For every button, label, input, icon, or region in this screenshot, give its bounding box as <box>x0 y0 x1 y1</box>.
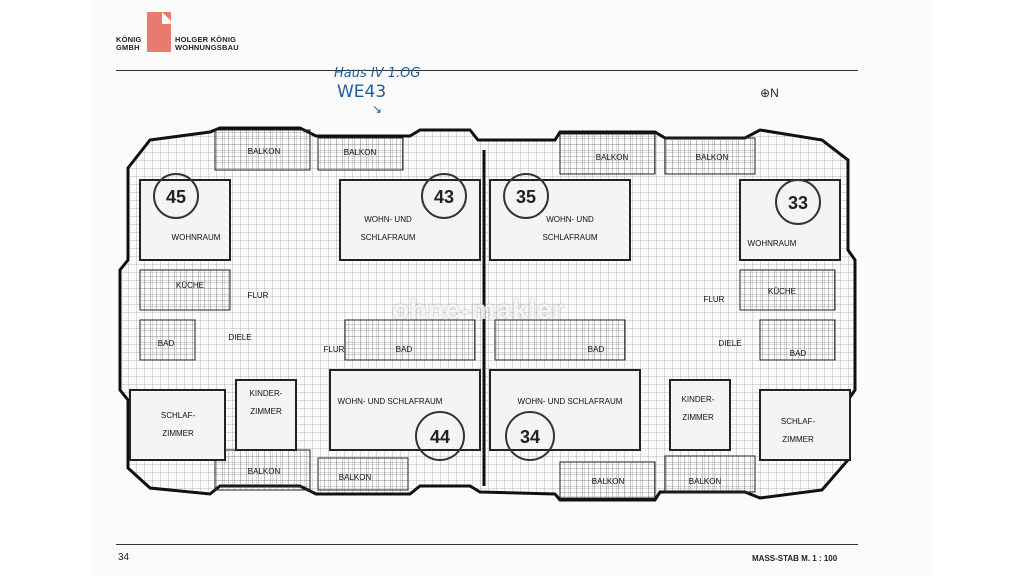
room-label: BAD <box>790 349 807 358</box>
room-label: ZIMMER <box>162 429 194 438</box>
brand-right-line2: WOHNUNGSBAU <box>175 43 239 52</box>
unit-number-43: 43 <box>434 187 454 207</box>
room-label: BALKON <box>344 148 377 157</box>
room-label: SCHLAF- <box>161 411 196 420</box>
brand-left: KÖNIG GMBH <box>116 36 142 52</box>
brand-right: HOLGER KÖNIG WOHNUNGSBAU <box>175 36 239 52</box>
room-label: BALKON <box>596 153 629 162</box>
unit-number-44: 44 <box>430 427 450 447</box>
page-number: 34 <box>118 552 130 563</box>
room-label: SCHLAFRAUM <box>542 233 597 242</box>
room-label: WOHNRAUM <box>172 233 221 242</box>
brand-left-line2: GMBH <box>116 43 140 52</box>
handwritten-unit-id: WE43 <box>337 82 387 102</box>
room-label: WOHNRAUM <box>748 239 797 248</box>
room-label: WOHN- UND <box>364 215 412 224</box>
room-label: BALKON <box>696 153 729 162</box>
compass-letter: N <box>770 86 779 100</box>
room-label: ZIMMER <box>250 407 282 416</box>
header-rule <box>116 70 858 71</box>
watermark: ohne-makler <box>392 294 564 325</box>
room-label: BALKON <box>248 147 281 156</box>
room-label: BALKON <box>689 477 722 486</box>
scale-label: MASS-STAB M. 1 : 100 <box>752 554 838 563</box>
room-label: KINDER- <box>682 395 715 404</box>
room-label: BAD <box>588 345 605 354</box>
brand-left-line1: KÖNIG <box>116 35 142 44</box>
room-label: BALKON <box>592 477 625 486</box>
room-label: FLUR <box>324 345 345 354</box>
room-label: KINDER- <box>250 389 283 398</box>
unit-number-34: 34 <box>520 427 540 447</box>
room-label: SCHLAF- <box>781 417 816 426</box>
unit-number-35: 35 <box>516 187 536 207</box>
room-label: DIELE <box>718 339 741 348</box>
unit-number-33: 33 <box>788 193 808 213</box>
footer-rule <box>116 544 858 545</box>
room-label: BAD <box>158 339 175 348</box>
down-arrow-icon: ↘ <box>372 102 383 116</box>
room-label: WOHN- UND SCHLAFRAUM <box>518 397 623 406</box>
room-label: DIELE <box>228 333 251 342</box>
room-label: ZIMMER <box>682 413 714 422</box>
room-label: BAD <box>396 345 413 354</box>
room-label: BALKON <box>248 467 281 476</box>
brand-right-line1: HOLGER KÖNIG <box>175 35 237 44</box>
logo-flag-cut <box>162 12 174 24</box>
room-label: WOHN- UND SCHLAFRAUM <box>338 397 443 406</box>
room-label: ZIMMER <box>782 435 814 444</box>
handwritten-house-floor: Haus IV 1.OG <box>334 66 421 81</box>
room-label: BALKON <box>339 473 372 482</box>
room-label: KÜCHE <box>768 287 796 296</box>
unit-number-45: 45 <box>166 187 186 207</box>
room-label: WOHN- UND <box>546 215 594 224</box>
north-compass-icon: ⊕N <box>760 86 779 100</box>
room-label: FLUR <box>704 295 725 304</box>
room-label: SCHLAFRAUM <box>360 233 415 242</box>
room-label: FLUR <box>248 291 269 300</box>
room-label: KÜCHE <box>176 281 204 290</box>
